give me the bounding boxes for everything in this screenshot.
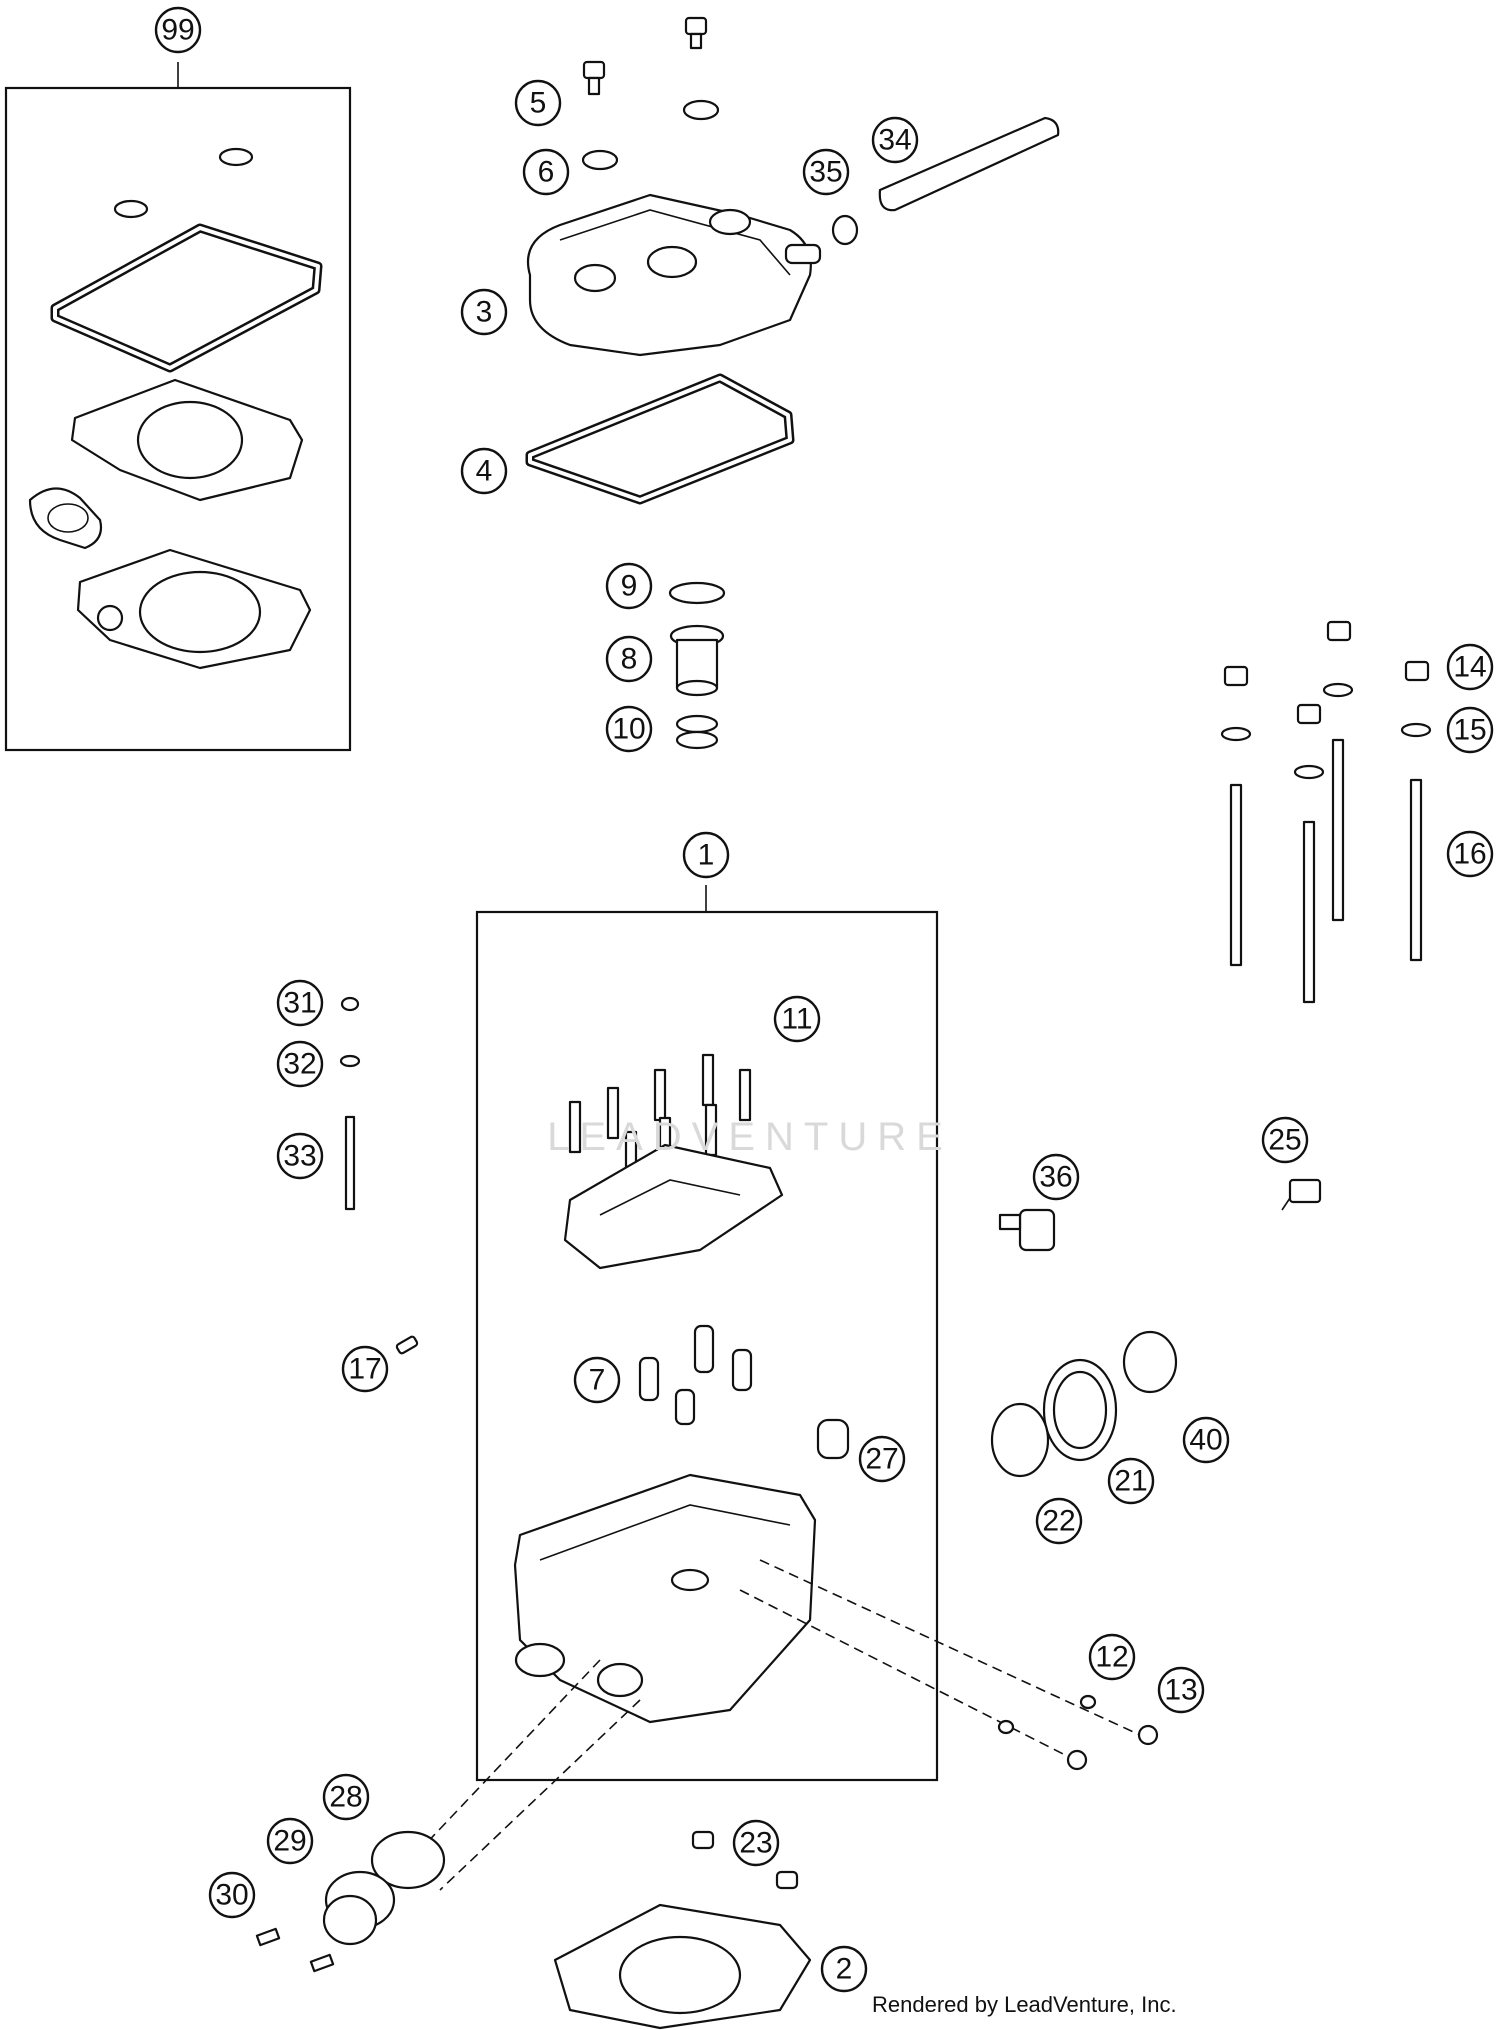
callout-21: 21 (1107, 1457, 1155, 1505)
callout-23: 23 (732, 1819, 780, 1867)
callout-3: 3 (460, 288, 508, 336)
svg-text:33: 33 (283, 1140, 316, 1173)
svg-text:16: 16 (1453, 838, 1486, 871)
svg-text:1: 1 (698, 839, 715, 872)
svg-text:11: 11 (781, 1003, 812, 1036)
svg-text:21: 21 (1114, 1465, 1147, 1498)
callout-30: 30 (208, 1871, 256, 1919)
svg-text:30: 30 (215, 1879, 248, 1912)
callout-6: 6 (522, 148, 570, 196)
svg-text:9: 9 (621, 570, 638, 603)
callout-9: 9 (605, 562, 653, 610)
callout-36: 36 (1032, 1153, 1080, 1201)
svg-text:12: 12 (1095, 1641, 1128, 1674)
svg-text:22: 22 (1042, 1505, 1075, 1538)
callout-14: 14 (1446, 643, 1494, 691)
callout-31: 31 (276, 979, 324, 1027)
svg-text:10: 10 (612, 713, 645, 746)
callout-7: 7 (573, 1356, 621, 1404)
svg-text:25: 25 (1268, 1124, 1301, 1157)
gasket-kit-group (4, 62, 352, 752)
callout-28: 28 (322, 1773, 370, 1821)
valve-cover-group (525, 16, 1060, 750)
callout-8: 8 (605, 635, 653, 683)
svg-text:32: 32 (283, 1048, 316, 1081)
cylinder-head-group (475, 885, 939, 1782)
callout-29: 29 (266, 1817, 314, 1865)
svg-text:7: 7 (589, 1364, 606, 1397)
svg-text:40: 40 (1189, 1424, 1222, 1457)
watermark-text: LEADVENTURE (547, 1115, 953, 1159)
svg-text:4: 4 (476, 455, 493, 488)
callout-35: 35 (802, 148, 850, 196)
callout-12: 12 (1088, 1633, 1136, 1681)
callout-33: 33 (276, 1132, 324, 1180)
svg-text:31: 31 (283, 987, 316, 1020)
svg-text:17: 17 (348, 1353, 381, 1386)
callout-34: 34 (871, 116, 919, 164)
svg-text:2: 2 (836, 1953, 853, 1986)
svg-text:3: 3 (476, 296, 493, 329)
callout-13: 13 (1157, 1666, 1205, 1714)
right-parts-group (990, 1178, 1322, 1771)
svg-text:5: 5 (530, 87, 547, 120)
assembly-lines (419, 1559, 1141, 1891)
svg-text:28: 28 (329, 1781, 362, 1814)
svg-text:34: 34 (878, 124, 911, 157)
callout-11: 11 (773, 995, 821, 1043)
svg-text:27: 27 (865, 1443, 898, 1476)
svg-text:8: 8 (621, 643, 638, 676)
callout-40: 40 (1182, 1416, 1230, 1464)
callout-32: 32 (276, 1040, 324, 1088)
svg-text:15: 15 (1453, 714, 1486, 747)
svg-text:13: 13 (1164, 1674, 1197, 1707)
svg-text:23: 23 (739, 1827, 772, 1860)
callout-25: 25 (1261, 1116, 1309, 1164)
callout-22: 22 (1035, 1497, 1083, 1545)
callout-2: 2 (820, 1945, 868, 1993)
callout-15: 15 (1446, 706, 1494, 754)
callout-10: 10 (605, 705, 653, 753)
studs-group (1220, 620, 1432, 1004)
left-parts-group (255, 996, 812, 2030)
credit-text: Rendered by LeadVenture, Inc. (872, 1992, 1177, 2017)
callout-1: 1 (682, 831, 730, 879)
callout-17: 17 (341, 1345, 389, 1393)
callout-27: 27 (858, 1435, 906, 1483)
svg-text:99: 99 (161, 14, 194, 47)
svg-text:36: 36 (1039, 1161, 1072, 1194)
svg-text:14: 14 (1453, 651, 1486, 684)
svg-text:35: 35 (809, 156, 842, 189)
callout-16: 16 (1446, 830, 1494, 878)
callout-99: 99 (154, 6, 202, 54)
svg-text:6: 6 (538, 156, 555, 189)
callout-5: 5 (514, 79, 562, 127)
svg-text:29: 29 (273, 1825, 306, 1858)
callout-4: 4 (460, 447, 508, 495)
